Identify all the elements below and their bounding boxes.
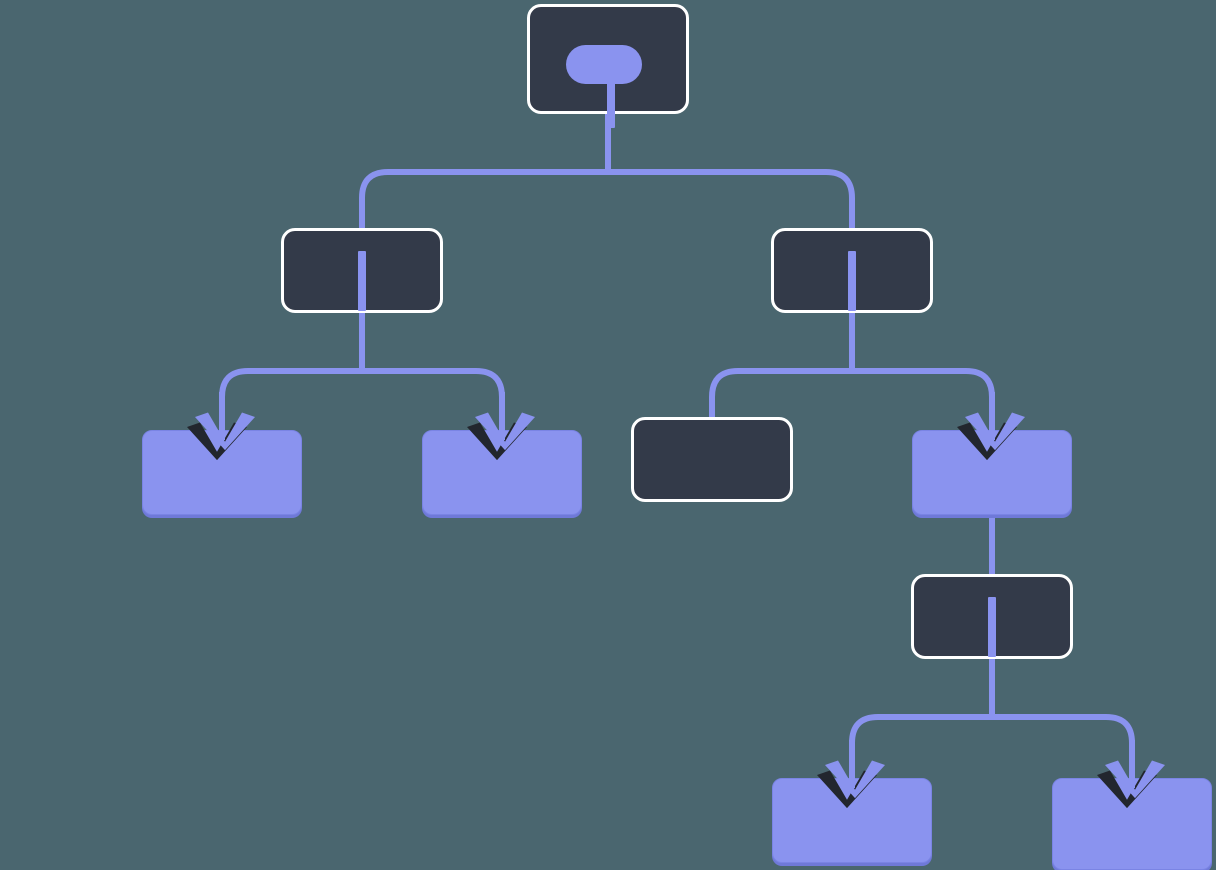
node-l5-a[interactable] — [772, 778, 932, 863]
node-l2-left[interactable] — [281, 228, 443, 313]
root-pill-stem — [607, 64, 615, 128]
node-l4[interactable] — [911, 574, 1073, 659]
node-l2-right[interactable] — [771, 228, 933, 313]
node-root[interactable] — [527, 4, 689, 128]
node-l3-b[interactable] — [422, 430, 582, 515]
node-l3-a[interactable] — [142, 430, 302, 515]
node-inner-line — [358, 251, 366, 311]
node-l3-c[interactable] — [631, 417, 793, 502]
root-pill — [566, 45, 642, 84]
node-inner-line — [988, 597, 996, 657]
node-l3-d[interactable] — [912, 430, 1072, 515]
node-l5-b[interactable] — [1052, 778, 1212, 870]
node-inner-line — [848, 251, 856, 311]
